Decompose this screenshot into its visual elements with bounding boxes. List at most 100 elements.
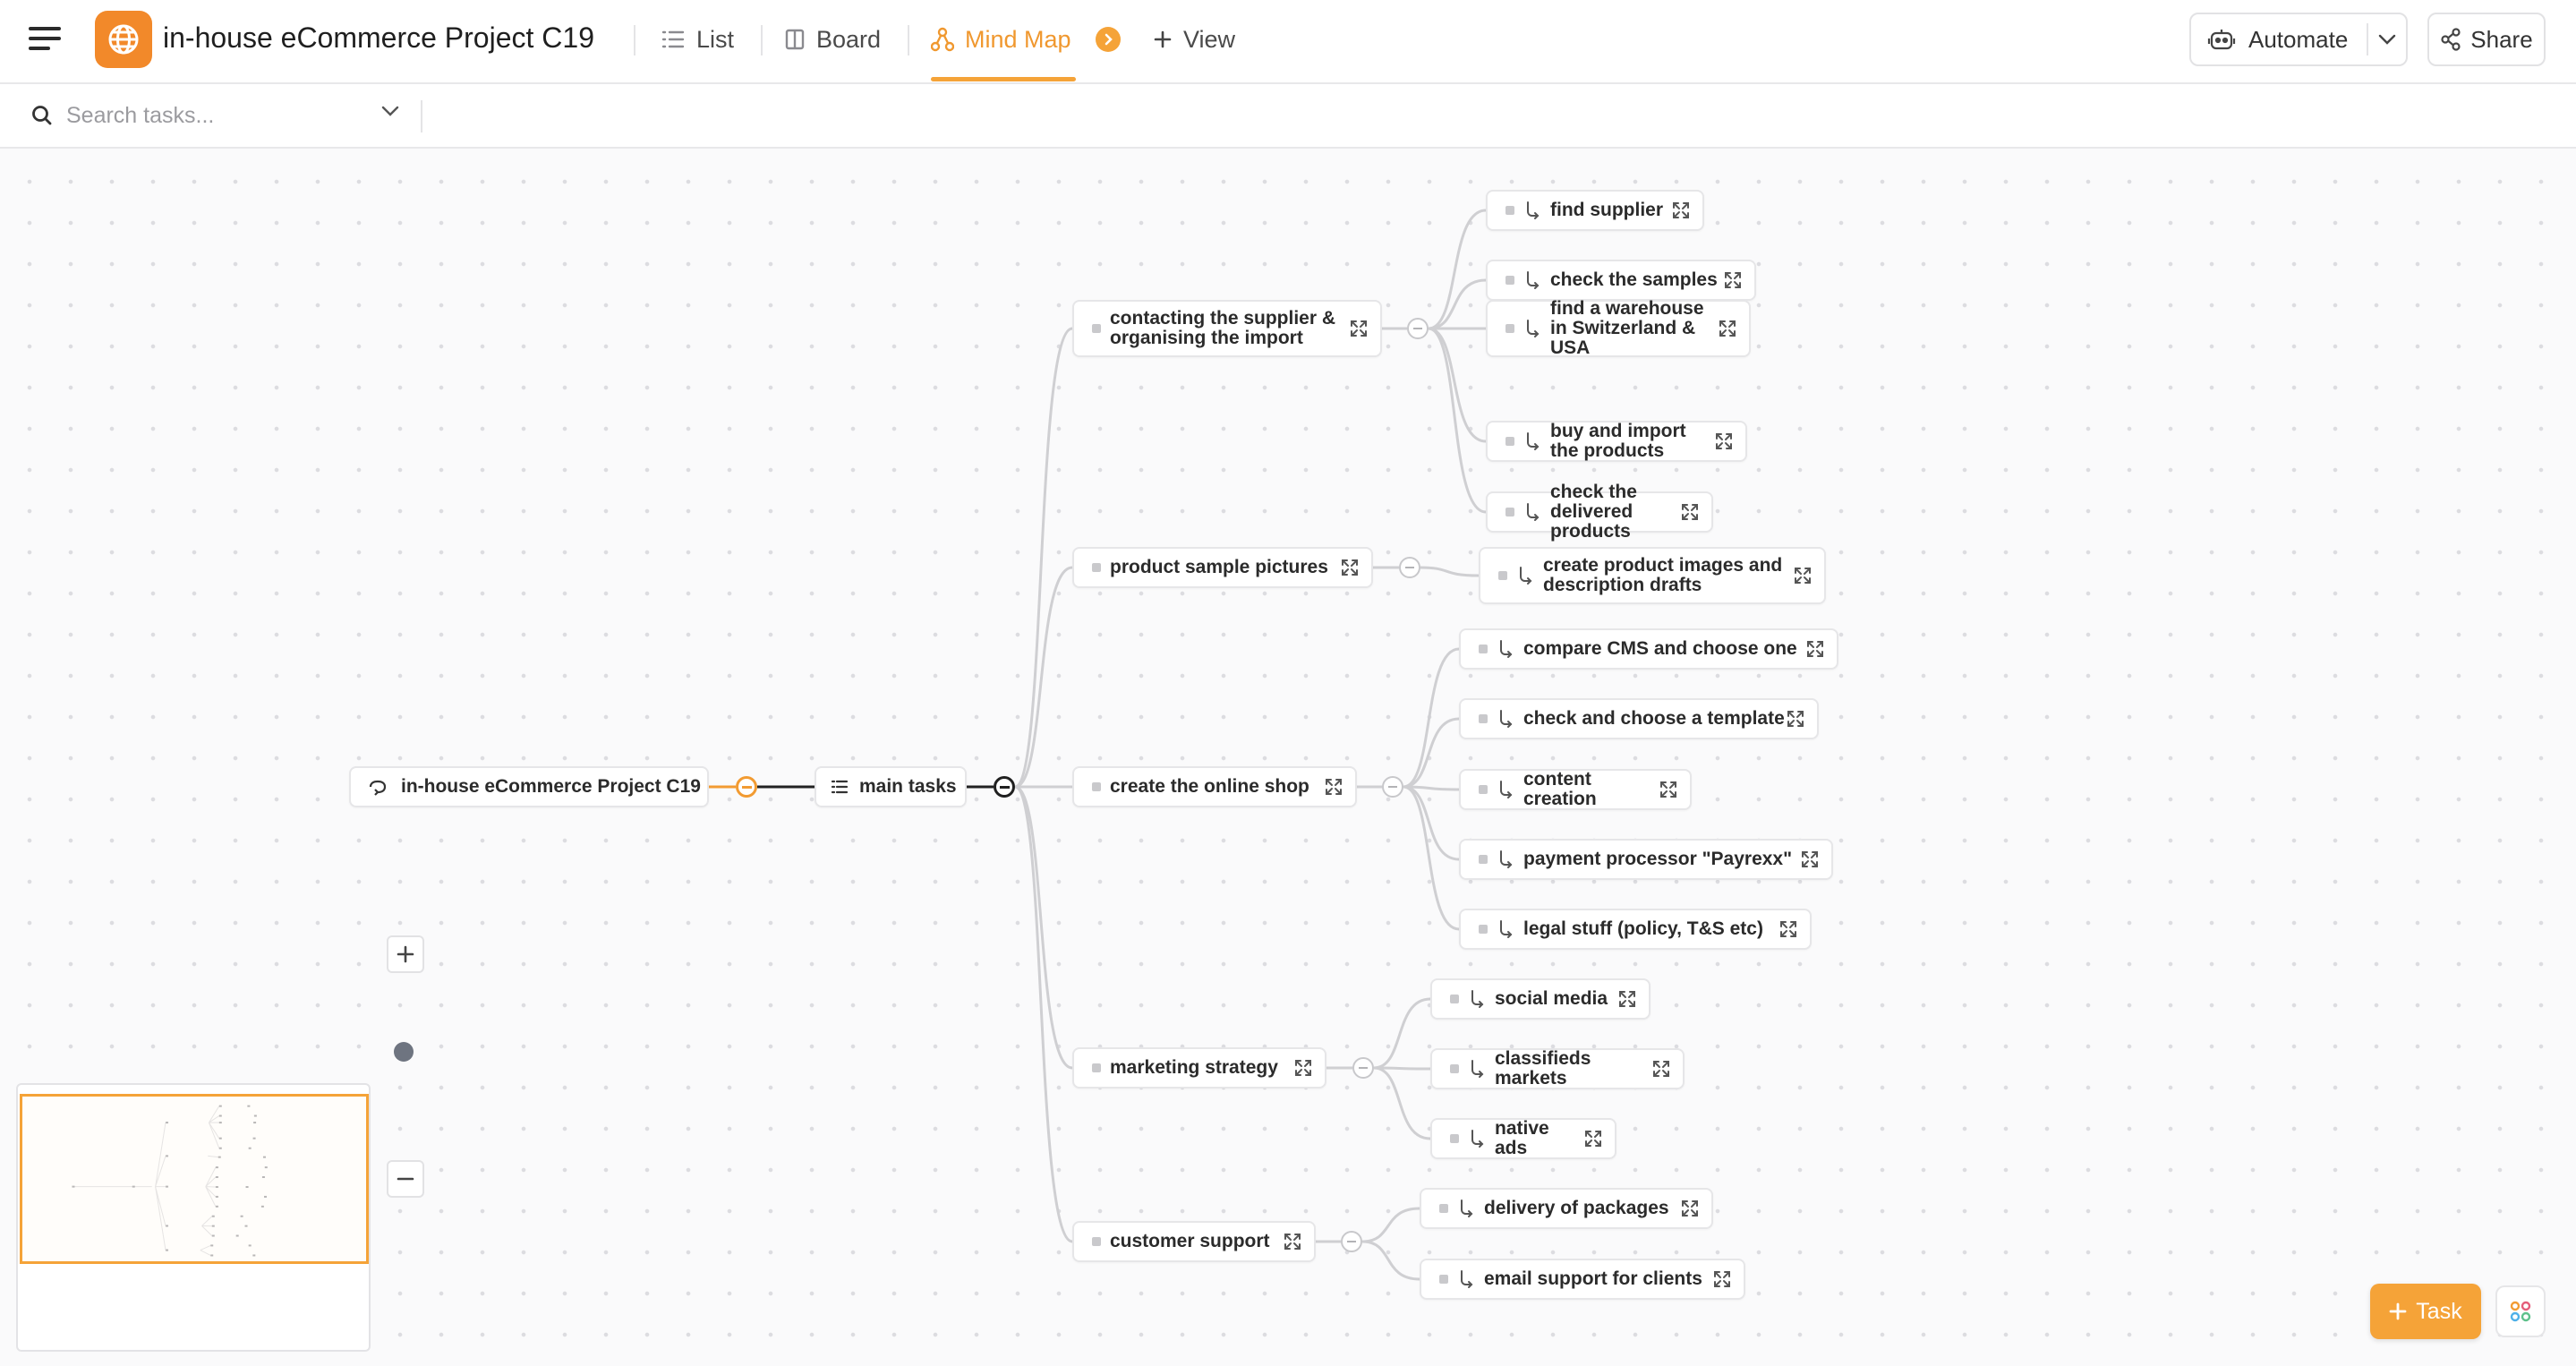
group-node[interactable]: contacting the supplier & organising the… (1072, 300, 1382, 357)
expand-icon[interactable] (1294, 1059, 1312, 1077)
task-node[interactable]: content creation (1459, 769, 1692, 810)
status-square[interactable] (1450, 995, 1459, 1003)
status-square[interactable] (1092, 1063, 1101, 1072)
chevron-down-icon[interactable] (380, 104, 401, 118)
expand-icon[interactable] (1801, 850, 1819, 868)
task-node[interactable]: compare CMS and choose one (1459, 628, 1838, 670)
mind-map-canvas[interactable]: in-house eCommerce Project C19 main tasks… (0, 149, 2576, 1366)
expand-icon[interactable] (1681, 1200, 1699, 1217)
status-square[interactable] (1092, 782, 1101, 791)
expand-icon[interactable] (1672, 201, 1690, 219)
group-node[interactable]: product sample pictures (1072, 547, 1373, 588)
tab-mind-map[interactable]: Mind Map (931, 21, 1071, 57)
subtask-icon (1468, 989, 1486, 1009)
collapse-toggle-group[interactable] (1352, 1057, 1374, 1079)
expand-icon[interactable] (1325, 778, 1343, 796)
share-button[interactable]: Share (2427, 13, 2546, 66)
add-view-button[interactable]: View (1153, 21, 1235, 57)
automate-button[interactable]: Automate (2191, 14, 2367, 64)
zoom-out-button[interactable] (387, 1160, 424, 1198)
expand-icon[interactable] (1584, 1130, 1602, 1148)
expand-icon[interactable] (1681, 503, 1699, 521)
project-title[interactable]: in-house eCommerce Project C19 (163, 21, 594, 54)
tab-list[interactable]: List (661, 21, 734, 57)
status-square[interactable] (1479, 855, 1488, 864)
task-node[interactable]: email support for clients (1420, 1259, 1745, 1300)
expand-icon[interactable] (1659, 781, 1677, 798)
task-node[interactable]: delivery of packages (1420, 1188, 1713, 1229)
status-square[interactable] (1092, 324, 1101, 333)
expand-icon[interactable] (1806, 640, 1824, 658)
expand-icon[interactable] (1715, 432, 1733, 450)
main-tasks-node[interactable]: main tasks (815, 766, 967, 807)
status-square[interactable] (1479, 714, 1488, 723)
group-node[interactable]: marketing strategy (1072, 1047, 1326, 1089)
root-node[interactable]: in-house eCommerce Project C19 (349, 766, 709, 807)
collapse-toggle-root[interactable] (736, 776, 757, 798)
automate-dropdown[interactable] (2368, 14, 2406, 64)
collapse-toggle-group[interactable] (1399, 557, 1420, 578)
expand-icon[interactable] (1787, 710, 1804, 728)
status-square[interactable] (1479, 645, 1488, 653)
plus-icon (1154, 30, 1172, 48)
expand-icon[interactable] (1779, 920, 1797, 938)
status-square[interactable] (1506, 508, 1514, 517)
group-node[interactable]: create the online shop (1072, 766, 1357, 807)
chevron-right-icon[interactable] (1096, 27, 1121, 52)
search-input[interactable] (64, 97, 372, 134)
zoom-slider-handle[interactable] (394, 1042, 414, 1062)
status-square[interactable] (1450, 1134, 1459, 1143)
collapse-toggle-group[interactable] (1407, 318, 1429, 339)
task-node[interactable]: find a warehouse in Switzerland & USA (1486, 299, 1751, 358)
status-square[interactable] (1498, 571, 1507, 580)
link-line (1428, 209, 1487, 330)
task-node[interactable]: payment processor "Payrexx" (1459, 839, 1833, 880)
status-square[interactable] (1506, 276, 1514, 285)
expand-icon[interactable] (1341, 559, 1359, 576)
collapse-toggle-group[interactable] (1382, 776, 1403, 798)
task-node[interactable]: check and choose a template (1459, 698, 1819, 739)
tab-board[interactable]: Board (784, 21, 881, 57)
expand-icon[interactable] (1719, 320, 1736, 337)
task-node[interactable]: legal stuff (policy, T&S etc) (1459, 909, 1812, 950)
status-square[interactable] (1450, 1064, 1459, 1073)
expand-icon[interactable] (1713, 1270, 1731, 1288)
task-node[interactable]: native ads (1430, 1118, 1616, 1159)
status-square[interactable] (1439, 1275, 1448, 1284)
group-node[interactable]: customer support (1072, 1221, 1316, 1262)
link-line (1361, 1207, 1420, 1243)
menu-icon[interactable] (29, 27, 61, 54)
expand-icon[interactable] (1794, 567, 1812, 585)
collapse-toggle-group[interactable] (1341, 1231, 1362, 1252)
collapse-toggle-main[interactable] (994, 776, 1015, 798)
status-square[interactable] (1506, 206, 1514, 215)
status-square[interactable] (1092, 1237, 1101, 1246)
minimap[interactable] (16, 1083, 371, 1352)
task-node[interactable]: buy and import the products (1486, 421, 1747, 462)
link-line (1428, 327, 1487, 443)
minimap-viewport[interactable] (20, 1094, 369, 1264)
link-line (1361, 1240, 1420, 1281)
status-square[interactable] (1506, 324, 1514, 333)
status-square[interactable] (1506, 437, 1514, 446)
status-square[interactable] (1439, 1204, 1448, 1213)
add-task-button[interactable]: Task (2370, 1284, 2481, 1339)
task-node[interactable]: classifieds markets (1430, 1048, 1685, 1089)
expand-icon[interactable] (1652, 1060, 1670, 1078)
status-square[interactable] (1479, 785, 1488, 794)
task-node[interactable]: check the samples (1486, 260, 1756, 301)
zoom-in-button[interactable] (387, 935, 424, 973)
task-node[interactable]: create product images and description dr… (1479, 547, 1826, 604)
status-square[interactable] (1092, 563, 1101, 572)
expand-icon[interactable] (1618, 990, 1636, 1008)
task-node[interactable]: check the delivered products (1486, 482, 1713, 542)
node-label: in-house eCommerce Project C19 (401, 776, 701, 797)
task-node[interactable]: find supplier (1486, 190, 1704, 231)
globe-icon[interactable] (95, 11, 152, 68)
expand-icon[interactable] (1350, 320, 1368, 337)
status-square[interactable] (1479, 925, 1488, 934)
expand-icon[interactable] (1284, 1233, 1301, 1251)
apps-icon[interactable] (2495, 1285, 2546, 1337)
expand-icon[interactable] (1724, 271, 1742, 289)
task-node[interactable]: social media (1430, 978, 1651, 1020)
